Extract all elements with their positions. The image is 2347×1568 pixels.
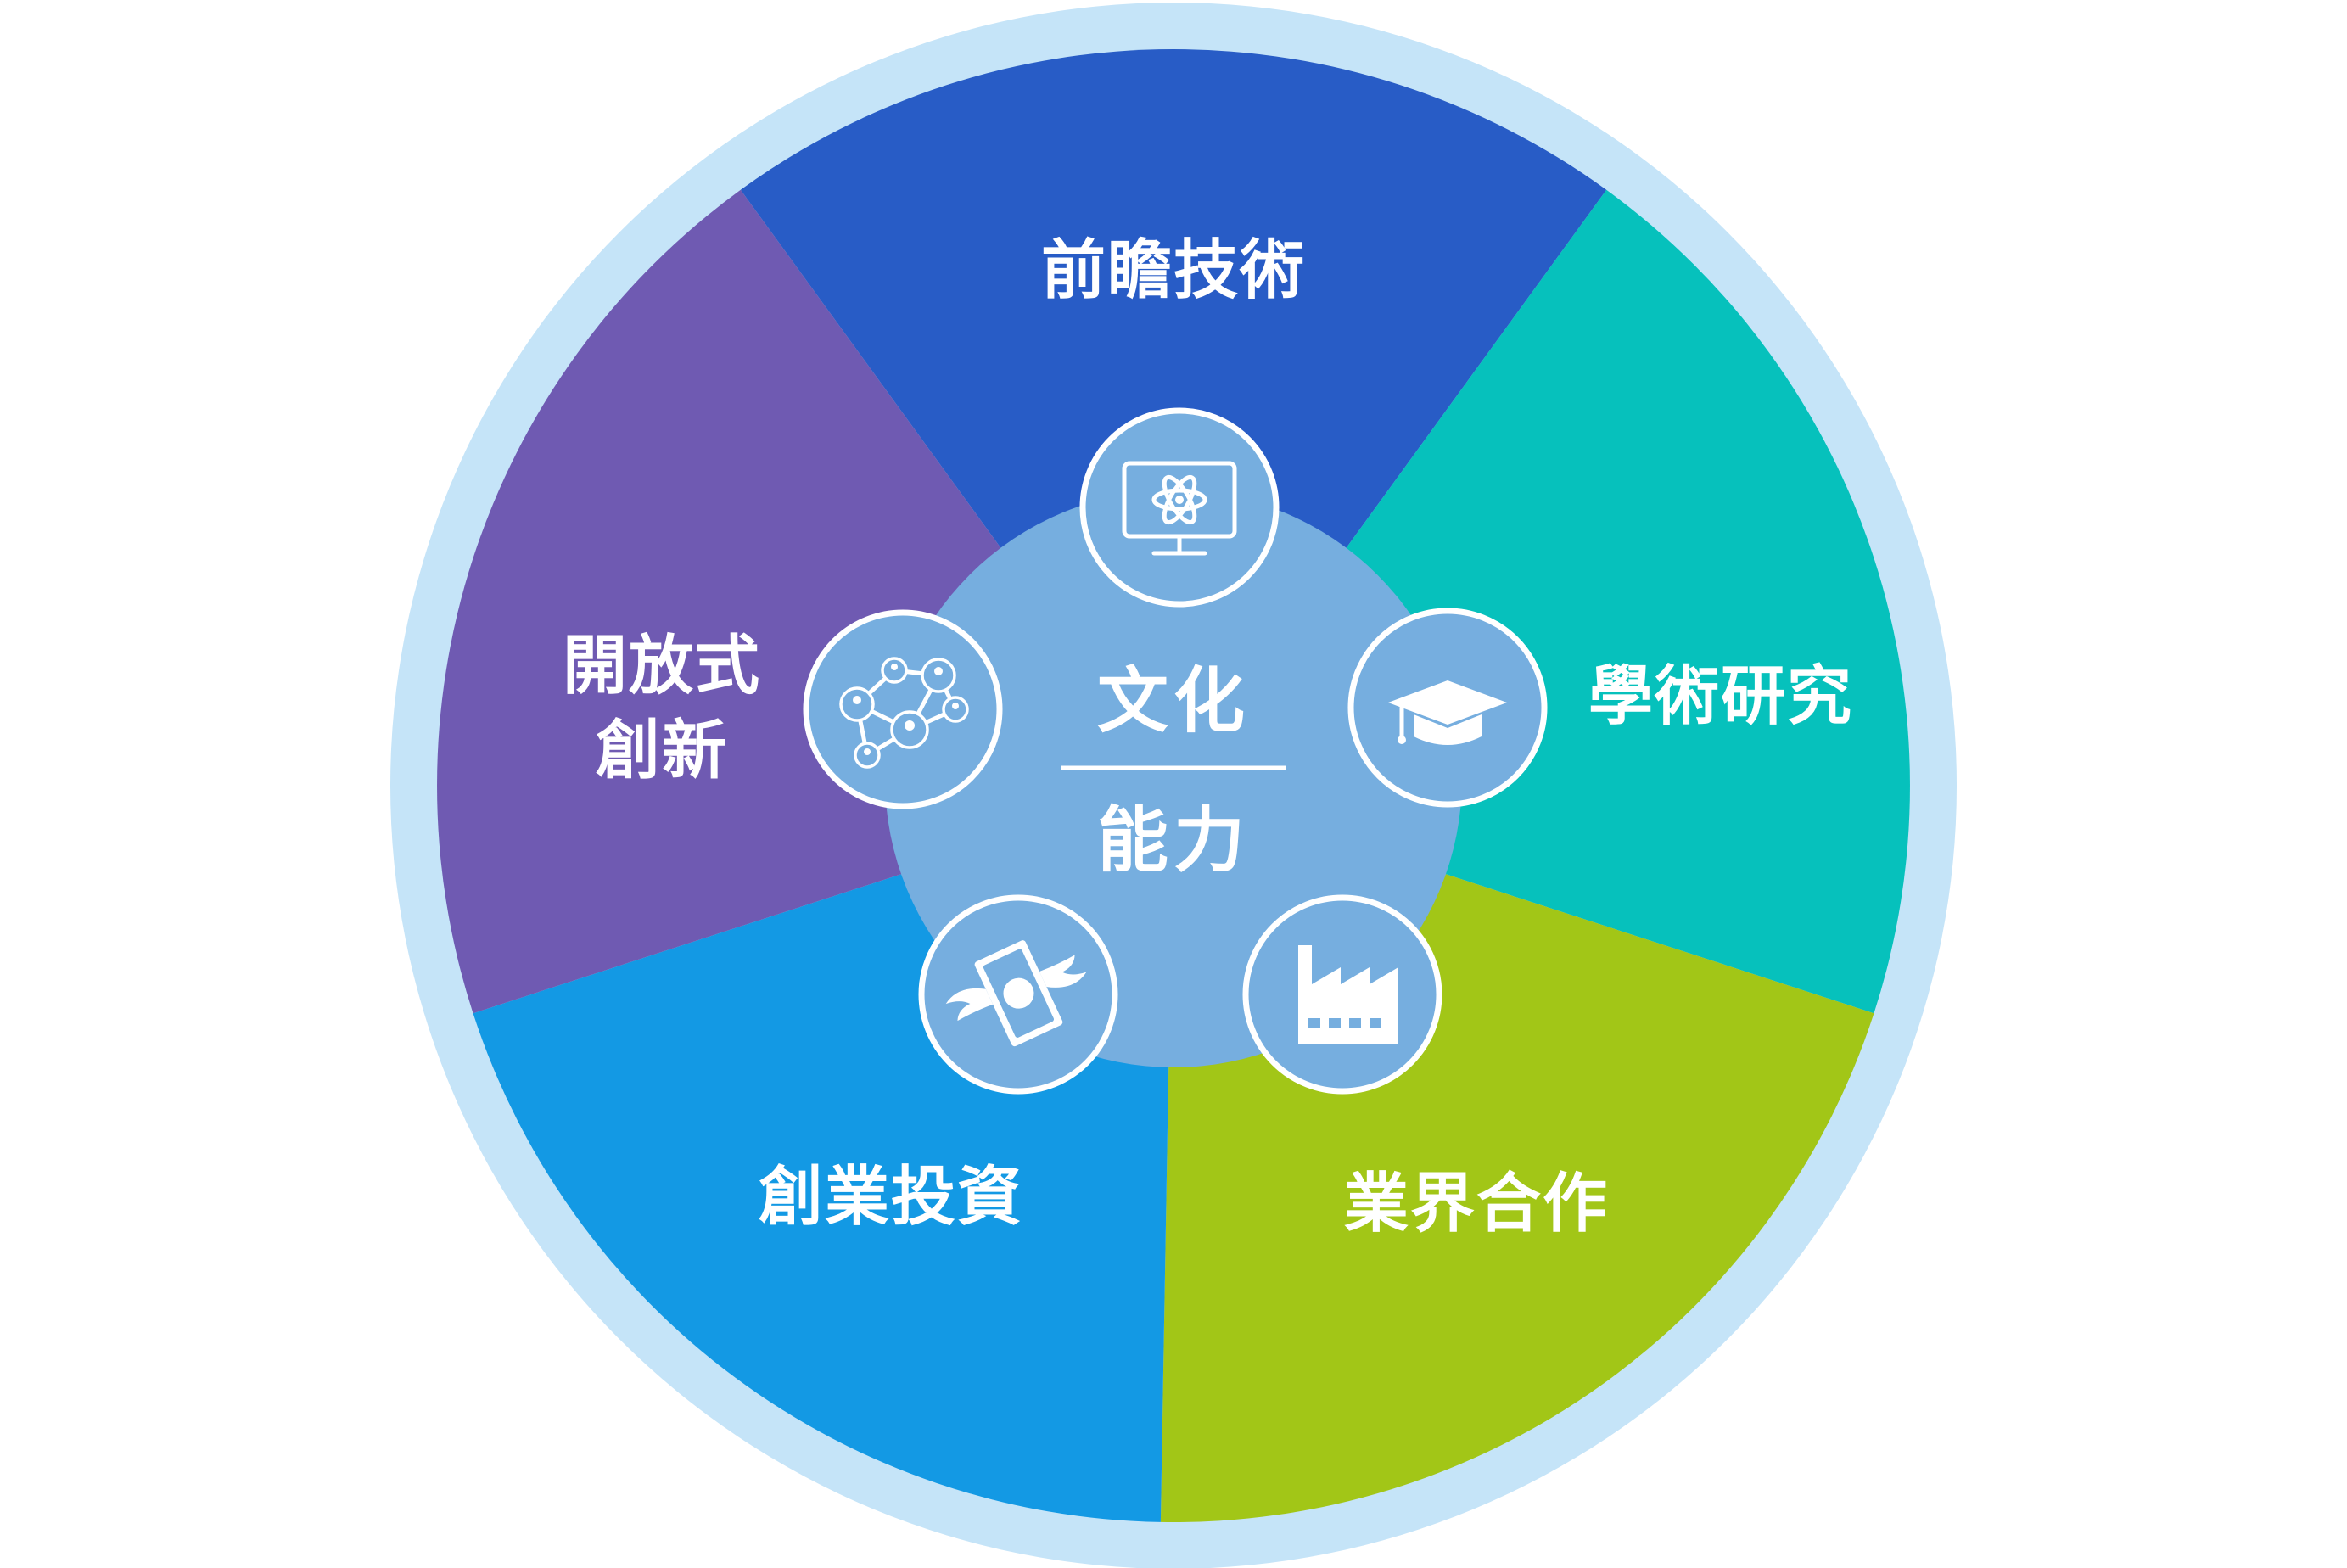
- segment-label-industry-cooperation: 業界合作: [1344, 1166, 1609, 1241]
- network-people-icon: [839, 657, 969, 769]
- monitor-atom-icon: [1122, 461, 1237, 556]
- segment-label-open-innovation-line1: 開放式: [563, 628, 761, 703]
- segment-label-frontier-technology: 前瞻技術: [1041, 232, 1306, 308]
- graduation-cap-icon: [1388, 680, 1507, 745]
- flying-money-icon: [945, 940, 1087, 1047]
- segment-label-open-innovation-line2: 創新: [596, 713, 728, 788]
- badge-venture-investment: [918, 894, 1118, 1095]
- badge-frontier-technology: [1079, 407, 1280, 608]
- factory-icon: [1298, 945, 1398, 1044]
- badge-academic-research: [1347, 608, 1548, 808]
- badge-open-innovation: [803, 609, 1003, 809]
- segment-label-venture-investment: 創業投資: [759, 1159, 1023, 1235]
- core-label-culture: 文化: [1097, 659, 1250, 742]
- badge-industry-cooperation: [1242, 894, 1442, 1095]
- core-label-capability: 能力: [1097, 798, 1250, 882]
- segment-label-academic-research: 學術研究: [1588, 658, 1853, 734]
